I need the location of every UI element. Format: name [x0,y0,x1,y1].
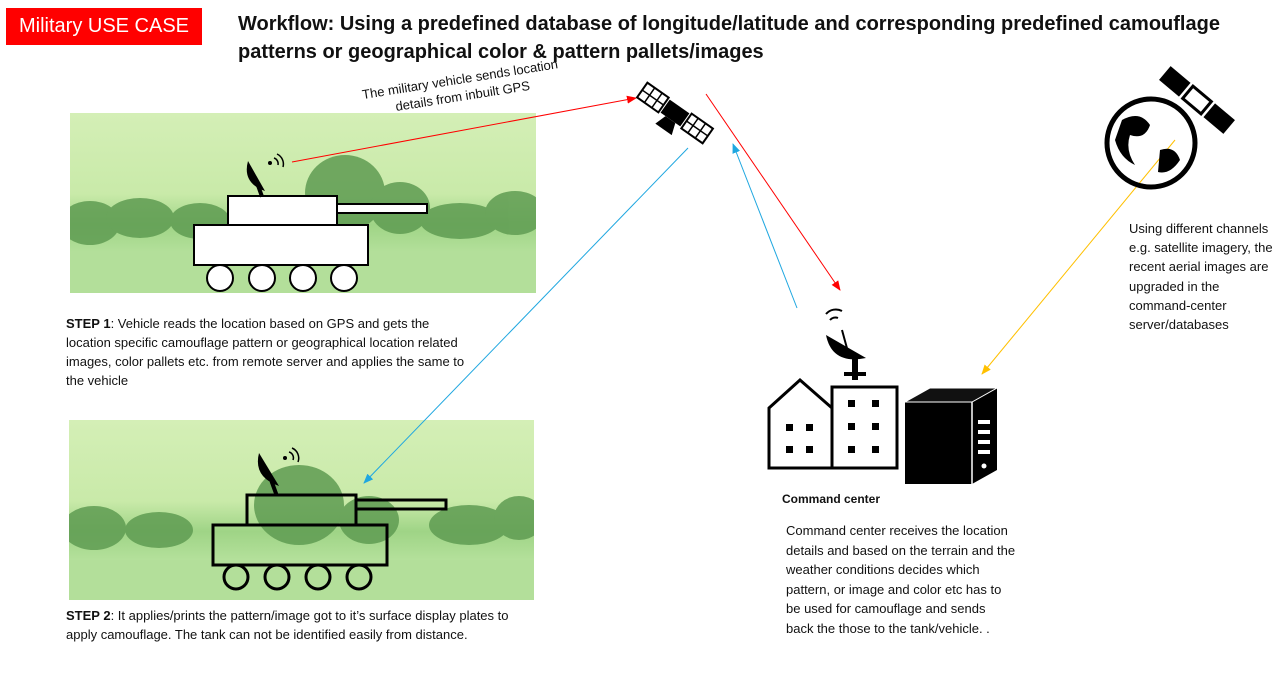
satellite-icon [635,81,715,145]
channels-note: Using different channels e.g. satellite … [1129,221,1273,333]
tank-photo-bottom [69,420,534,600]
use-case-badge: Military USE CASE [6,8,202,45]
tank-icon [70,153,536,293]
tank-icon [69,447,534,600]
step2-text: STEP 2: It applies/prints the pattern/im… [66,606,516,644]
command-center-description: Command center receives the location det… [786,523,1016,636]
step1-text: STEP 1: Vehicle reads the location based… [66,314,476,390]
step1-body: : Vehicle reads the location based on GP… [66,316,465,388]
satellite-dish-icon [825,308,866,380]
tank-photo-top [70,113,536,293]
step2-prefix: STEP 2 [66,608,111,623]
arrow-satellite-to-command [705,93,841,291]
building-icon [767,377,899,470]
step1-prefix: STEP 1 [66,316,111,331]
command-center-label: Command center [782,492,881,506]
page-title: Workflow: Using a predefined database of… [238,13,1220,63]
step2-body: : It applies/prints the pattern/image go… [66,608,509,642]
globe-satellite-icon [1104,66,1235,190]
arrow-command-to-satellite [732,143,798,309]
server-tower-icon [903,387,999,484]
